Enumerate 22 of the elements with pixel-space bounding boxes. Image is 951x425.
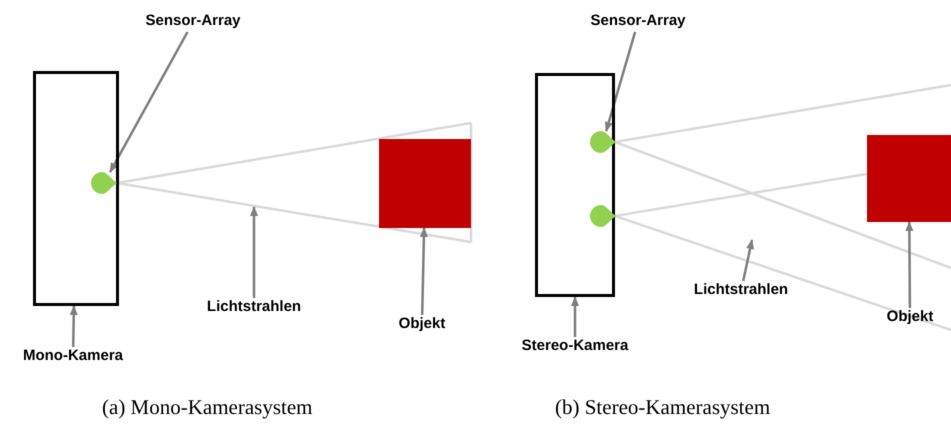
leader-arrow (70, 305, 78, 348)
leader-arrow (420, 227, 428, 316)
subfigure-caption: (b) Stereo-Kamerasystem (555, 395, 770, 420)
callout-label: Sensor-Array (588, 12, 688, 32)
callout-label: Stereo-Kamera (513, 337, 637, 357)
camera-body (535, 73, 615, 297)
leader-arrow (571, 296, 579, 337)
object-square (379, 139, 471, 228)
leader-arrow (905, 221, 914, 308)
leader-arrow (250, 206, 258, 298)
object-square (867, 135, 951, 222)
callout-label: Objekt (883, 308, 937, 328)
subfigure-caption: (a) Mono-Kamerasystem (102, 395, 313, 420)
callout-label: Lichtstrahlen (688, 281, 794, 301)
callout-label: Objekt (395, 315, 449, 335)
callout-label: Lichtstrahlen (201, 298, 307, 318)
leader-arrow (742, 239, 754, 282)
leader-arrow (604, 32, 636, 132)
leader-arrow (109, 31, 189, 173)
camera-body (33, 71, 119, 306)
callout-label: Mono-Kamera (12, 347, 134, 367)
callout-label: Sensor-Array (143, 12, 243, 32)
